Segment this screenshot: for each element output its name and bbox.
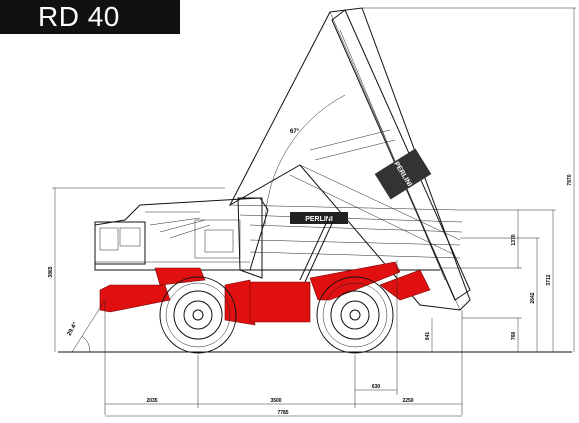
body-lettering-band <box>374 148 432 200</box>
front-overhang-label: 2035 <box>146 398 157 404</box>
cab <box>94 221 146 265</box>
overall-length-label: 7785 <box>277 410 288 416</box>
dump-angle-label: 67° <box>290 129 300 135</box>
overall-height-label: 7870 <box>567 174 573 185</box>
cab-height-label: 3865 <box>48 266 54 277</box>
red-frame <box>99 261 431 326</box>
chassis <box>94 197 461 279</box>
model-badge: RD 40 <box>0 0 180 34</box>
wheelbase-label: 3500 <box>270 398 281 404</box>
body-height-label: 2642 <box>530 292 536 303</box>
rear-wheel <box>316 276 394 354</box>
rear-offset-label: 630 <box>372 384 381 390</box>
body-lettering-side: PERLINI <box>305 216 333 223</box>
front-wheel <box>159 276 237 354</box>
hoist-cylinder <box>299 214 331 281</box>
approach-angle-arc <box>81 335 91 353</box>
dump-angle-arc <box>264 94 346 226</box>
ground-clearance-label: 841 <box>425 332 431 341</box>
rear-overhang-label: 2250 <box>402 398 413 404</box>
dump-body: PERLINI PERLINI <box>228 7 471 311</box>
dump-height-label: 1370 <box>511 234 517 245</box>
approach-angle-line <box>71 299 106 353</box>
loading-height-label: 3712 <box>546 274 552 285</box>
rear-clearance-label: 768 <box>511 332 517 341</box>
approach-angle-label: 29.4° <box>67 321 80 337</box>
